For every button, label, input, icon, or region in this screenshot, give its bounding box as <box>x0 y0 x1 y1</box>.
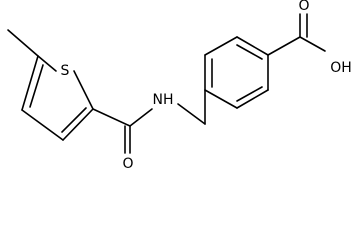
bond-ring-to-acid-carbon <box>267 36 301 56</box>
amide-oxygen-label: O <box>122 156 133 172</box>
bond-acid-carbon-to-hydroxyl <box>299 36 326 52</box>
benzene-bond-5 <box>236 89 269 109</box>
benzene-bond-3-inner <box>236 44 263 60</box>
structure-canvas: S NH O O OH <box>7 0 352 172</box>
ring-bond-c4-c5 <box>21 55 39 111</box>
sulfur-atom-label: S <box>61 63 70 79</box>
ring-bond-c5-s <box>37 55 57 72</box>
benzene-bond-6 <box>204 89 238 109</box>
ring-bond-c3-c4 <box>21 109 64 141</box>
methyl-bond <box>7 29 39 57</box>
chemical-structure-diagram: S NH O O OH <box>7 0 352 172</box>
carboxylic-acid-group <box>267 13 326 56</box>
bond-nitrogen-to-ch2 <box>177 103 206 125</box>
amide-group <box>92 108 153 154</box>
methylene-linker <box>177 89 206 125</box>
thiophene-ring <box>21 55 94 141</box>
bond-ring-to-carbonyl <box>92 108 131 127</box>
acid-oxygen-label: O <box>298 0 309 14</box>
amide-nitrogen-label: NH <box>153 92 174 108</box>
ring-bond-c4-c5-inner <box>29 64 44 108</box>
ring-bond-c2-c3 <box>62 108 94 141</box>
benzene-bond-5-inner <box>236 86 263 102</box>
hydroxyl-label: OH <box>330 60 352 76</box>
benzene-ring <box>204 36 269 109</box>
benzene-bond-2 <box>204 36 238 56</box>
bond-carbonyl-to-nitrogen <box>129 108 153 127</box>
ring-bond-c2-c3-inner <box>61 107 87 133</box>
methyl-group <box>7 29 39 57</box>
benzene-bond-3 <box>236 36 269 56</box>
ring-bond-s-c2 <box>73 70 94 110</box>
